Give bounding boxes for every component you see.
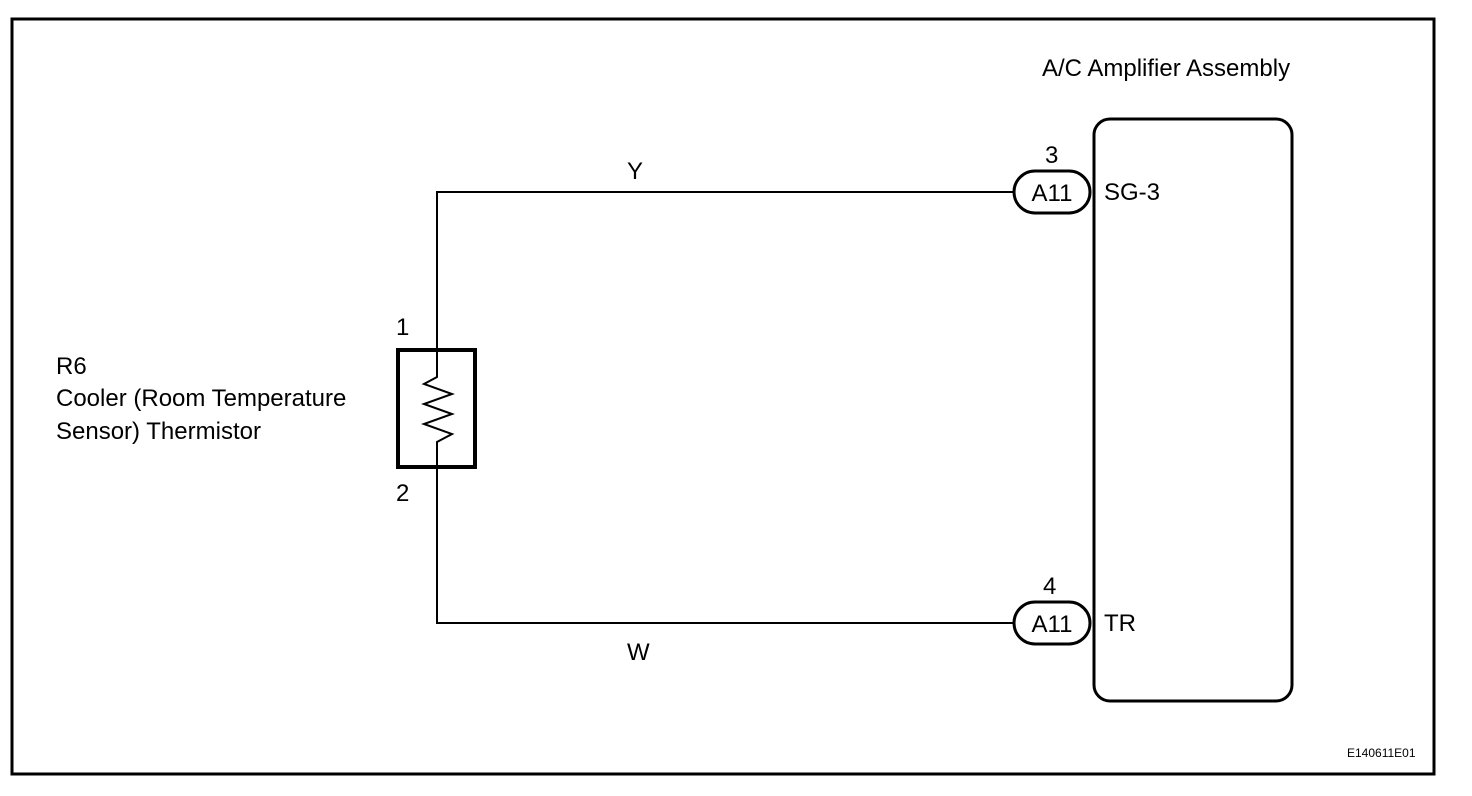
amplifier-title: A/C Amplifier Assembly <box>1042 55 1291 82</box>
wire-color-top: Y <box>627 158 644 185</box>
connector-a11-pin4 <box>1012 600 1092 646</box>
resistor-symbol-icon <box>421 350 455 467</box>
wire-bottom <box>436 467 1014 624</box>
sensor-name-line2: Sensor) Thermistor <box>56 418 261 445</box>
amplifier-box <box>1092 117 1294 703</box>
figure-id: E140611E01 <box>1347 746 1416 760</box>
sensor-pin-1: 1 <box>396 314 410 341</box>
signal-label-sg3: SG-3 <box>1104 179 1161 206</box>
diagram-frame <box>10 17 1436 776</box>
sensor-code: R6 <box>56 353 87 380</box>
pin-number-3: 3 <box>1045 142 1059 169</box>
sensor-pin-2: 2 <box>396 480 410 507</box>
connector-label-bottom: A11 <box>1032 611 1073 638</box>
connector-a11-pin3 <box>1012 169 1092 215</box>
wire-top <box>436 191 1014 350</box>
sensor-name-line1: Cooler (Room Temperature <box>56 385 347 412</box>
connector-label-top: A11 <box>1032 180 1073 207</box>
wire-color-bottom: W <box>627 639 650 666</box>
signal-label-tr: TR <box>1104 610 1136 637</box>
pin-number-4: 4 <box>1043 573 1057 600</box>
